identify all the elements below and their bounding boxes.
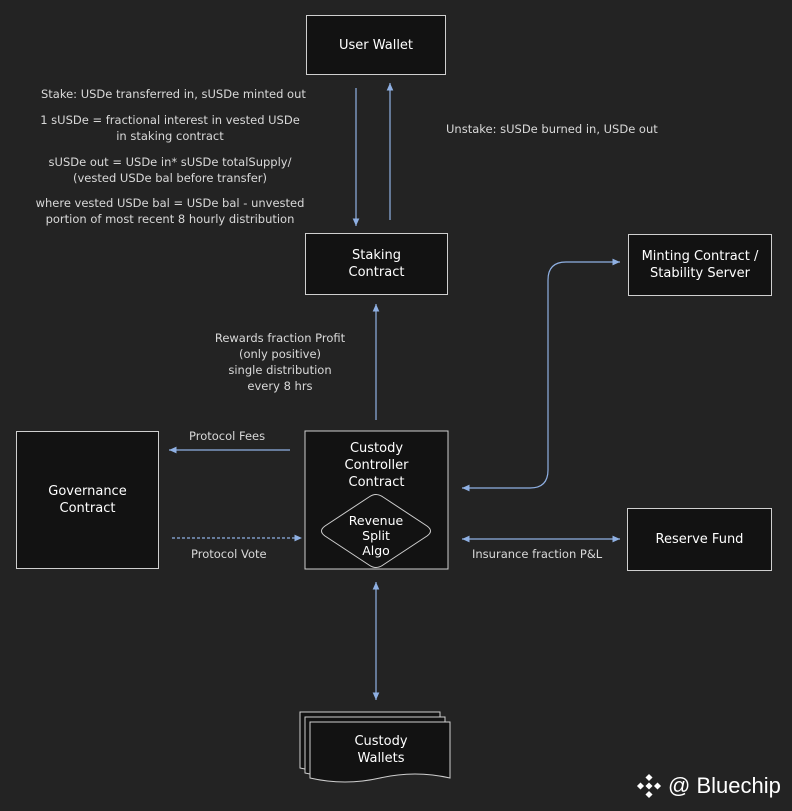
custody-controller-label: Custody Controller Contract: [344, 441, 409, 490]
user-wallet-label: User Wallet: [338, 37, 414, 53]
protocol-vote-label: Protocol Vote: [191, 547, 267, 561]
custody-wallets-label: Custody Wallets: [354, 734, 408, 766]
rewards-label: Rewards fraction Profit (only positive) …: [214, 331, 346, 393]
revenue-split-label: Revenue Split Algo: [348, 513, 404, 558]
governance-contract-box: Governance Contract: [16, 431, 159, 569]
protocol-fees-label: Protocol Fees: [189, 429, 266, 443]
fractional-label: 1 sUSDe = fractional interest in vested …: [40, 113, 300, 143]
brand-watermark: @ Bluechip: [636, 768, 781, 804]
user-wallet-box: User Wallet: [306, 15, 446, 75]
staking-contract-box: Staking Contract: [305, 233, 448, 295]
stake-label: Stake: USDe transferred in, sUSDe minted…: [41, 87, 306, 101]
governance-contract-label: Governance Contract: [48, 484, 127, 516]
unstake-label: Unstake: sUSDe burned in, USDe out: [446, 122, 658, 136]
reserve-fund-box: Reserve Fund: [627, 508, 772, 571]
staking-contract-label: Staking Contract: [348, 248, 405, 280]
susde-out-label: sUSDe out = USDe in* sUSDe totalSupply/ …: [48, 155, 292, 185]
minting-contract-label: Minting Contract / Stability Server: [641, 249, 759, 281]
insurance-label: Insurance fraction P&L: [472, 547, 603, 561]
minting-contract-box: Minting Contract / Stability Server: [628, 234, 772, 296]
revenue-split-diamond: [321, 494, 431, 568]
vested-label: where vested USDe bal = USDe bal - unves…: [35, 196, 305, 226]
reserve-fund-label: Reserve Fund: [655, 532, 744, 547]
binance-diamond-icon: [636, 773, 662, 799]
custody-wallets-shape: [299, 711, 451, 783]
brand-text: @ Bluechip: [668, 773, 781, 798]
minting-arrow: [462, 258, 620, 492]
